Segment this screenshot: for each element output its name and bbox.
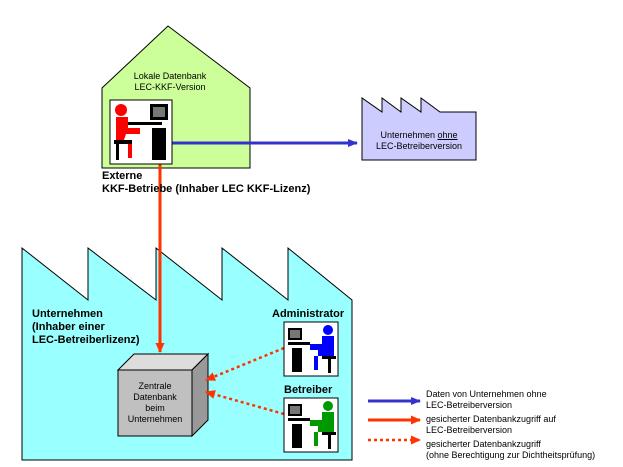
external-line2: KKF-Betriebe (Inhaber LEC KKF-Lizenz)	[102, 183, 311, 195]
company-without-line1: Unternehmen ohne	[362, 130, 476, 141]
central-db-line1: Zentrale	[138, 381, 172, 391]
operator-dotted-arrow	[205, 390, 285, 416]
legend-dotted-line2: (ohne Berechtigung zur Dichtheitsprüfung…	[426, 450, 596, 460]
company-main-label: Unternehmen (Inhaber einer LEC-Betreiber…	[32, 308, 140, 347]
legend-red-text: gesicherter Datenbankzugriff auf LEC-Bet…	[426, 414, 556, 436]
external-line1: Externe	[102, 170, 143, 182]
company-main-line1: Unternehmen	[32, 308, 103, 320]
legend-dotted-text: gesicherter Datenbankzugriff (ohne Berec…	[426, 439, 595, 461]
external-user-icon	[109, 99, 173, 165]
administrator-dotted-arrow	[205, 346, 285, 382]
legend-red-line1: gesicherter Datenbankzugriff auf	[426, 414, 556, 424]
company-without-line2: LEC-Betreiberversion	[375, 141, 463, 151]
central-database-box	[116, 352, 210, 438]
local-db-label: Lokale Datenbank LEC-KKF-Version	[120, 71, 220, 93]
operator-label: Betreiber	[284, 384, 333, 396]
legend-dotted-line1: gesicherter Datenbankzugriff	[426, 439, 541, 449]
legend-blue-text: Daten von Unternehmen ohne LEC-Betreiber…	[426, 389, 547, 411]
company-without-factory	[361, 97, 477, 161]
legend-red-line2: LEC-Betreiberversion	[426, 425, 513, 435]
company-main-line2: (Inhaber einer	[32, 321, 105, 333]
company-without-label: Unternehmen ohne LEC-Betreiberversion	[362, 130, 476, 152]
company-without-line1-prefix: Unternehmen	[380, 130, 438, 140]
central-db-label: Zentrale Datenbank beim Unternehmen	[118, 381, 192, 425]
legend-blue-line2: LEC-Betreiberversion	[426, 400, 513, 410]
local-db-line1: Lokale Datenbank	[133, 71, 207, 81]
administrator-icon	[283, 321, 339, 377]
central-db-line2: Datenbank	[133, 392, 177, 402]
local-db-line2: LEC-KKF-Version	[134, 82, 206, 92]
external-label: Externe KKF-Betriebe (Inhaber LEC KKF-Li…	[102, 170, 310, 196]
central-db-line4: Unternehmen	[127, 414, 183, 424]
legend-blue-line1: Daten von Unternehmen ohne	[426, 389, 547, 399]
company-main-line3: LEC-Betreiberlizenz)	[32, 334, 140, 346]
operator-icon	[283, 397, 339, 453]
company-without-line1-underlined: ohne	[437, 130, 458, 140]
administrator-label: Administrator	[272, 308, 345, 320]
central-db-line3: beim	[145, 403, 165, 413]
